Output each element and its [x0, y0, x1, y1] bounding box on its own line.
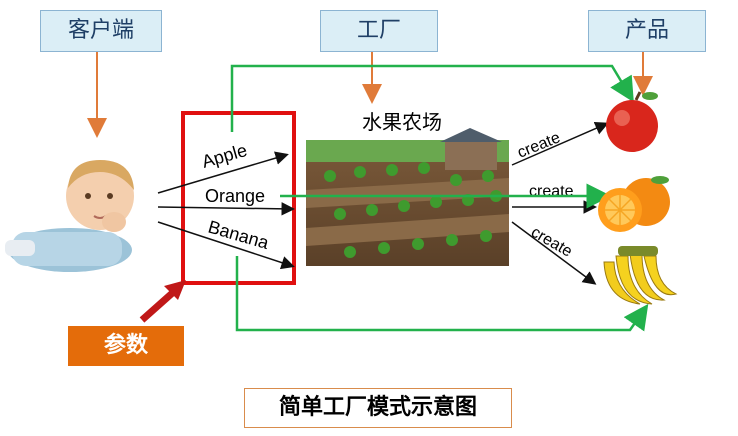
orange-product-image — [598, 176, 670, 232]
params-label: 参数 — [68, 326, 184, 366]
param-pointer-arrowhead — [164, 280, 186, 300]
create-label-orange: create — [529, 183, 574, 200]
green-flow-banana — [235, 256, 649, 332]
apple-product-image — [606, 91, 658, 152]
orange-param-arrow — [157, 202, 295, 216]
green-flow-apple — [230, 64, 634, 132]
farm-title: 水果农场 — [362, 110, 442, 134]
banana-product-image — [603, 246, 678, 305]
create-label-apple: create — [515, 129, 563, 161]
create-label-banana: create — [528, 224, 575, 261]
apple-param-arrow — [157, 151, 289, 194]
create-banana-arrow — [511, 221, 597, 285]
product-label: 产品 — [588, 10, 706, 52]
factory-label: 工厂 — [320, 10, 438, 52]
param-apple: Apple — [200, 140, 250, 172]
child-client-image — [5, 160, 134, 272]
create-apple-arrow — [511, 122, 609, 166]
banana-param-arrow — [157, 221, 295, 270]
param-orange: Orange — [205, 186, 265, 206]
client-label: 客户端 — [40, 10, 162, 52]
diagram-caption: 简单工厂模式示意图 — [244, 388, 512, 428]
fruit-farm-image — [306, 128, 509, 266]
params-red-box — [181, 111, 296, 285]
param-banana: Banana — [206, 217, 272, 254]
